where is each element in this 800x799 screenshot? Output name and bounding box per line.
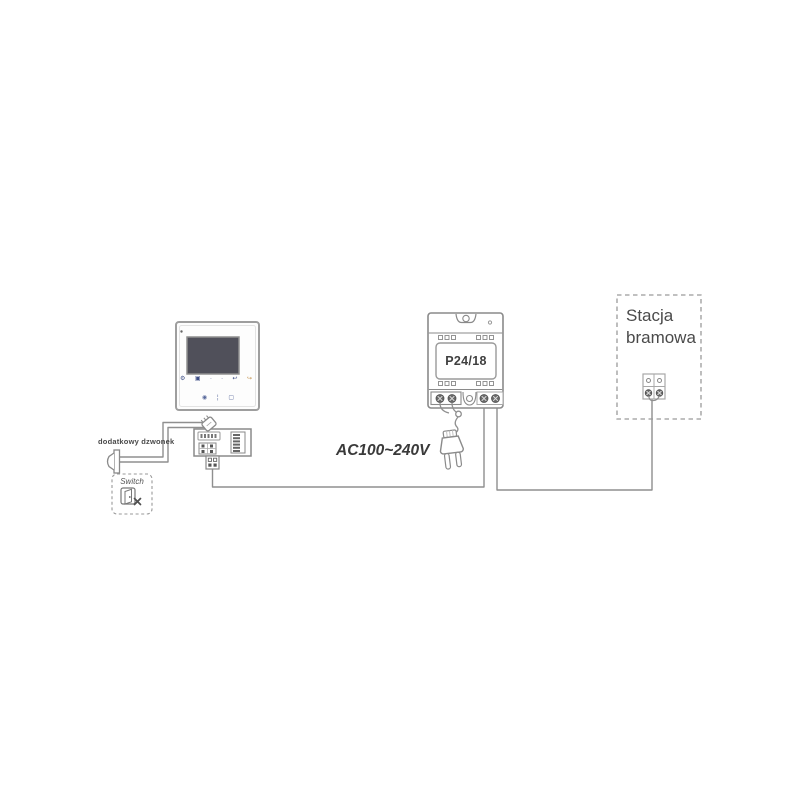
psu-terminal-pins-bottom [438,381,494,386]
dot-right-icon: ∙ [221,376,223,382]
power-supply-model-label: P24/18 [445,354,487,368]
switch-label: Switch [120,477,144,486]
screen-icon: ▣ [194,376,201,382]
gate-station-box [616,294,702,420]
bell-device [106,449,121,474]
psu-top-tab [455,313,477,324]
psu-out-screw-right [491,394,500,403]
monitor-touch-buttons-row2: ◉ ¦ ▢ [202,395,234,401]
psu-ac-screw-right [447,394,457,403]
wire-bell-inner [118,426,205,463]
monitor-lower-terminal [205,455,220,470]
switch-box [111,473,153,515]
talk-icon: ◉ [202,395,208,401]
additional-bell-label: dodatkowy dzwonek [98,437,175,446]
dot-left-icon: ∙ [210,376,212,382]
gate-station-label: Stacja bramowa [626,306,696,347]
return-arrow-icon: ↩ [232,376,238,382]
psu-label-plate [435,342,497,380]
divider-icon: ¦ [217,395,219,401]
monitor-plug [200,415,217,432]
wire-bell-outer [118,421,204,458]
monitor-touch-buttons-row1: ⚙ ▣ ∙ ∙ ↩ ↪ [180,376,252,382]
monitor-icon: ▢ [228,395,234,401]
gate-terminal-block [642,373,666,402]
psu-out-screw-left [479,394,489,403]
monitor-screen [186,336,240,375]
x-mark-icon [133,497,142,506]
psu-terminal-pins-top [438,335,494,340]
psu-ac-screw-left [435,394,445,403]
monitor-mic-hole [180,330,183,333]
settings-icon: ⚙ [180,376,186,382]
monitor-terminal-block [193,428,252,457]
ac-plug-icon [439,429,464,470]
monitor-device [175,321,260,411]
wire-psu-to-gate [496,399,653,491]
ac-voltage-label: AC100~240V [336,442,430,459]
door-lock-icon [120,487,142,506]
wire-monitor-to-psu [211,406,485,488]
unlock-arrow-icon: ↪ [246,376,252,382]
